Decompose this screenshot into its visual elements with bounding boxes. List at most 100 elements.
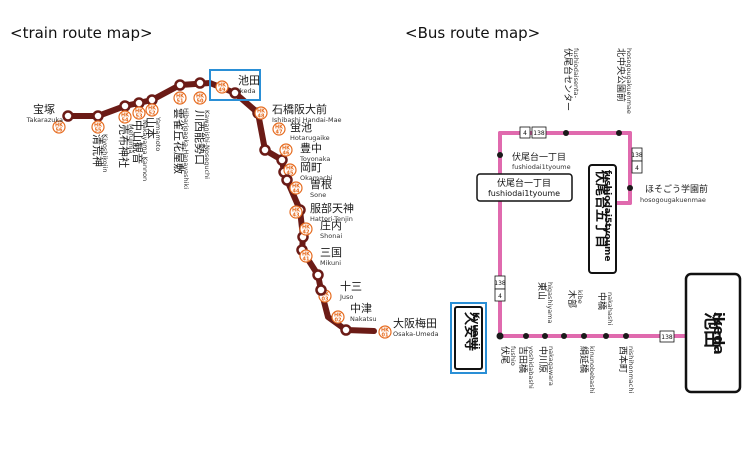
train-station-name: 清荒神 bbox=[91, 134, 105, 167]
train-station-dot bbox=[276, 154, 288, 166]
train-station-name: 曽根 bbox=[310, 177, 332, 191]
svg-text:4: 4 bbox=[635, 165, 639, 172]
kyuanji-label: 久安寺 bbox=[462, 312, 478, 351]
bus-stop-name: 中川原 bbox=[537, 346, 549, 373]
train-station-romaji: Sone bbox=[310, 191, 326, 199]
svg-text:42: 42 bbox=[303, 230, 310, 236]
svg-text:HK: HK bbox=[275, 125, 284, 131]
train-station-name: 川西能勢口 bbox=[193, 110, 207, 165]
route-badge-right: 138 4 bbox=[631, 147, 643, 174]
train-station-dot bbox=[174, 79, 186, 91]
train-station-name: 中山観音 bbox=[131, 120, 145, 164]
bus-stop-name: 伏尾台センター bbox=[562, 48, 574, 111]
bus-stop-dot bbox=[542, 333, 548, 339]
svg-text:HK: HK bbox=[196, 94, 205, 100]
bus-stop-name: 木部 bbox=[566, 290, 578, 308]
svg-text:HK: HK bbox=[121, 113, 130, 119]
svg-text:47: 47 bbox=[276, 130, 283, 136]
svg-text:138: 138 bbox=[631, 152, 643, 159]
ikeda-bus-romaji: ikeda bbox=[710, 312, 726, 355]
train-station-name: 山本 bbox=[144, 117, 158, 139]
svg-text:49: 49 bbox=[219, 88, 226, 94]
train-station-dot bbox=[315, 284, 327, 296]
svg-text:HK: HK bbox=[302, 225, 311, 231]
fushiodai1-box bbox=[476, 173, 573, 202]
svg-text:HK: HK bbox=[176, 94, 185, 100]
svg-text:44: 44 bbox=[293, 189, 300, 195]
bus-stop-dot bbox=[523, 333, 529, 339]
bus-stop-name: 伏尾 bbox=[499, 346, 511, 364]
fushiodai1-stop-label: 伏尾台一丁目 bbox=[512, 151, 566, 163]
train-station-dot bbox=[146, 94, 158, 106]
ikeda-bus-label: 池田 bbox=[701, 312, 723, 348]
bus-stop-romaji: fushio bbox=[509, 346, 517, 366]
train-station-name: 岡町 bbox=[300, 161, 322, 174]
svg-text:4: 4 bbox=[523, 130, 527, 137]
bus-stop-dot bbox=[616, 130, 622, 136]
train-station-romaji: Shonai bbox=[320, 232, 342, 240]
svg-text:HK: HK bbox=[286, 166, 295, 172]
train-route-map: HK56宝塚TakarazukaHK55清荒神KiyoshikojinHK54売… bbox=[26, 69, 439, 339]
train-station-romaji: Juso bbox=[339, 293, 353, 301]
bus-stop-romaji: nishihonmachi bbox=[627, 346, 635, 393]
train-station-romaji: Ishibashi Handai-Mae bbox=[272, 116, 342, 124]
svg-text:138: 138 bbox=[533, 130, 545, 137]
svg-text:HK: HK bbox=[334, 313, 343, 319]
bus-stop-romaji: yoshidabashi bbox=[527, 346, 535, 389]
svg-text:HK: HK bbox=[321, 292, 330, 298]
bus-stop-romaji: higashiyama bbox=[546, 282, 554, 324]
bus-stop-name: 西本町 bbox=[617, 346, 629, 373]
train-station-romaji: Mefujinja bbox=[127, 124, 135, 154]
svg-text:HK: HK bbox=[218, 83, 227, 89]
train-station-romaji: Toyonaka bbox=[299, 155, 330, 163]
train-station-name: 宝塚 bbox=[33, 102, 55, 116]
train-station-dot bbox=[312, 269, 324, 281]
train-station-romaji: Okamachi bbox=[300, 174, 333, 182]
route-badge-ikeda: 138 bbox=[659, 330, 675, 343]
train-station-romaji: Mikuni bbox=[320, 259, 341, 267]
train-station-romaji: Kawanishi-Noseguchi bbox=[203, 110, 211, 179]
train-station-romaji: Hotarugaike bbox=[290, 134, 330, 142]
bus-stop-romaji: nakahashi bbox=[606, 292, 614, 325]
bus-stop-romaji: hosogougakuenmae bbox=[625, 48, 633, 114]
fushiodai5-romaji: fushiodai5tyoume bbox=[602, 170, 612, 261]
fushiodai1-box-label: 伏尾台一丁目 bbox=[497, 177, 551, 189]
svg-text:55: 55 bbox=[95, 128, 102, 134]
kyuanji-box bbox=[454, 306, 483, 370]
fushiodai5-label: 伏尾台五丁目 bbox=[593, 170, 609, 248]
kyuanji-romaji: Kyuanji bbox=[470, 312, 480, 349]
bus-stop-name: 中橋 bbox=[596, 292, 608, 310]
train-station-dot bbox=[92, 110, 104, 122]
ikeda-highlight-box bbox=[209, 69, 261, 101]
train-station-dot bbox=[194, 77, 206, 89]
bus-stop-romaji: nakagawara bbox=[547, 346, 555, 386]
svg-text:50: 50 bbox=[197, 99, 204, 105]
train-station-name: 服部天神 bbox=[310, 201, 354, 215]
svg-text:4: 4 bbox=[498, 293, 502, 300]
